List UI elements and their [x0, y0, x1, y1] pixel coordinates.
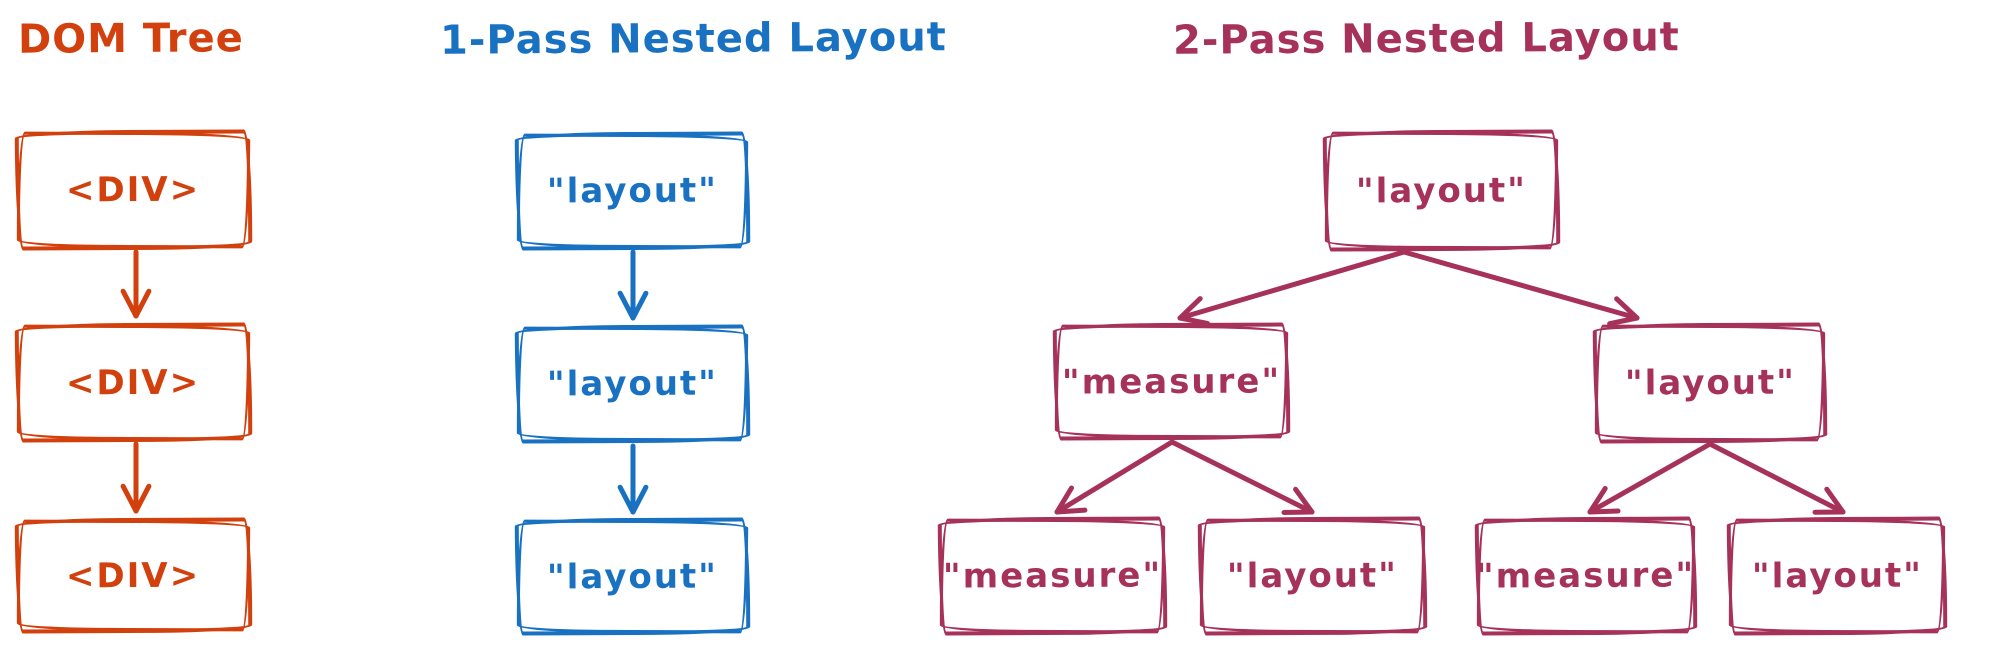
- dom-tree-label-div-2: <DIV>: [66, 362, 201, 403]
- dom-tree-label-div-1: <DIV>: [66, 169, 201, 211]
- dom-tree-arrow-1: [120, 441, 152, 514]
- one-pass-nested-layout-node-layout-3: "layout": [514, 517, 751, 636]
- arrowhead-icon: [1054, 485, 1088, 515]
- two-pass-nested-layout-label-branch-layout: "layout": [1624, 362, 1796, 404]
- arrowhead-icon: [1587, 486, 1621, 515]
- one-pass-nested-layout-title: 1-Pass Nested Layout: [439, 14, 947, 64]
- node-border: "layout": [516, 326, 749, 442]
- two-pass-nested-layout-node-branch-layout: "layout": [1592, 322, 1828, 444]
- node-border: "layout": [1594, 324, 1826, 442]
- node-border: <DIV>: [16, 131, 251, 249]
- dom-tree-arrow-0: [120, 249, 152, 319]
- two-pass-nested-layout-arrow-1: [1401, 249, 1640, 327]
- two-pass-nested-layout-arrow-4: [1587, 441, 1713, 515]
- arrowhead-icon: [1177, 296, 1210, 326]
- arrowhead-icon: [617, 290, 649, 321]
- node-border: <DIV>: [16, 519, 251, 632]
- dom-tree-node-div-2: <DIV>: [14, 322, 253, 443]
- arrowhead-icon: [617, 484, 649, 515]
- node-border: "layout": [1199, 518, 1426, 634]
- two-pass-nested-layout-label-root-layout: "layout": [1355, 170, 1528, 211]
- node-border: "layout": [1728, 518, 1946, 634]
- one-pass-nested-layout-label-layout-1: "layout": [546, 170, 719, 212]
- dom-tree-node-div-1: <DIV>: [14, 129, 253, 251]
- one-pass-nested-layout-arrow-0: [617, 249, 649, 321]
- dom-tree-label-div-3: <DIV>: [66, 555, 201, 596]
- two-pass-nested-layout-label-leaf-layout-1: "layout": [1226, 555, 1399, 597]
- arrowhead-icon: [1281, 486, 1315, 515]
- one-pass-nested-layout-label-layout-2: "layout": [546, 363, 719, 405]
- node-border: "measure": [1476, 518, 1696, 634]
- two-pass-nested-layout-node-leaf-layout-2: "layout": [1726, 516, 1948, 636]
- node-border: <DIV>: [16, 324, 251, 441]
- node-border: "measure": [939, 518, 1166, 634]
- node-border: "measure": [1054, 324, 1289, 439]
- two-pass-nested-layout-label-leaf-measure-2: "measure": [1476, 555, 1696, 597]
- one-pass-nested-layout-arrow-1: [617, 443, 649, 515]
- two-pass-nested-layout-arrow-3: [1169, 439, 1315, 515]
- two-pass-nested-layout-label-leaf-measure-1: "measure": [942, 555, 1163, 597]
- one-pass-nested-layout-label-layout-3: "layout": [546, 556, 719, 597]
- arrowhead-icon: [120, 483, 152, 514]
- node-border: "layout": [516, 519, 749, 634]
- arrowhead-icon: [120, 288, 152, 319]
- two-pass-nested-layout-node-leaf-measure-1: "measure": [937, 516, 1168, 636]
- arrowhead-icon: [1812, 486, 1846, 515]
- two-pass-nested-layout-arrow-5: [1707, 441, 1846, 515]
- two-pass-nested-layout-node-leaf-measure-2: "measure": [1474, 516, 1698, 636]
- dom-tree-node-div-3: <DIV>: [14, 517, 253, 634]
- node-border: "layout": [516, 133, 749, 249]
- two-pass-nested-layout-node-branch-measure: "measure": [1052, 322, 1291, 441]
- two-pass-nested-layout-arrow-2: [1054, 439, 1175, 515]
- two-pass-nested-layout-node-root-layout: "layout": [1322, 129, 1561, 252]
- dom-tree-title: DOM Tree: [17, 15, 244, 63]
- two-pass-nested-layout-label-leaf-layout-2: "layout": [1751, 555, 1923, 597]
- two-pass-nested-layout-node-leaf-layout-1: "layout": [1197, 516, 1428, 636]
- arrowhead-icon: [1607, 296, 1640, 327]
- one-pass-nested-layout-node-layout-1: "layout": [514, 131, 751, 251]
- one-pass-nested-layout-node-layout-2: "layout": [514, 324, 751, 444]
- node-border: "layout": [1324, 131, 1559, 250]
- two-pass-nested-layout-label-branch-measure: "measure": [1061, 360, 1282, 403]
- two-pass-nested-layout-title: 2-Pass Nested Layout: [1172, 14, 1680, 64]
- two-pass-nested-layout-arrow-0: [1177, 249, 1407, 326]
